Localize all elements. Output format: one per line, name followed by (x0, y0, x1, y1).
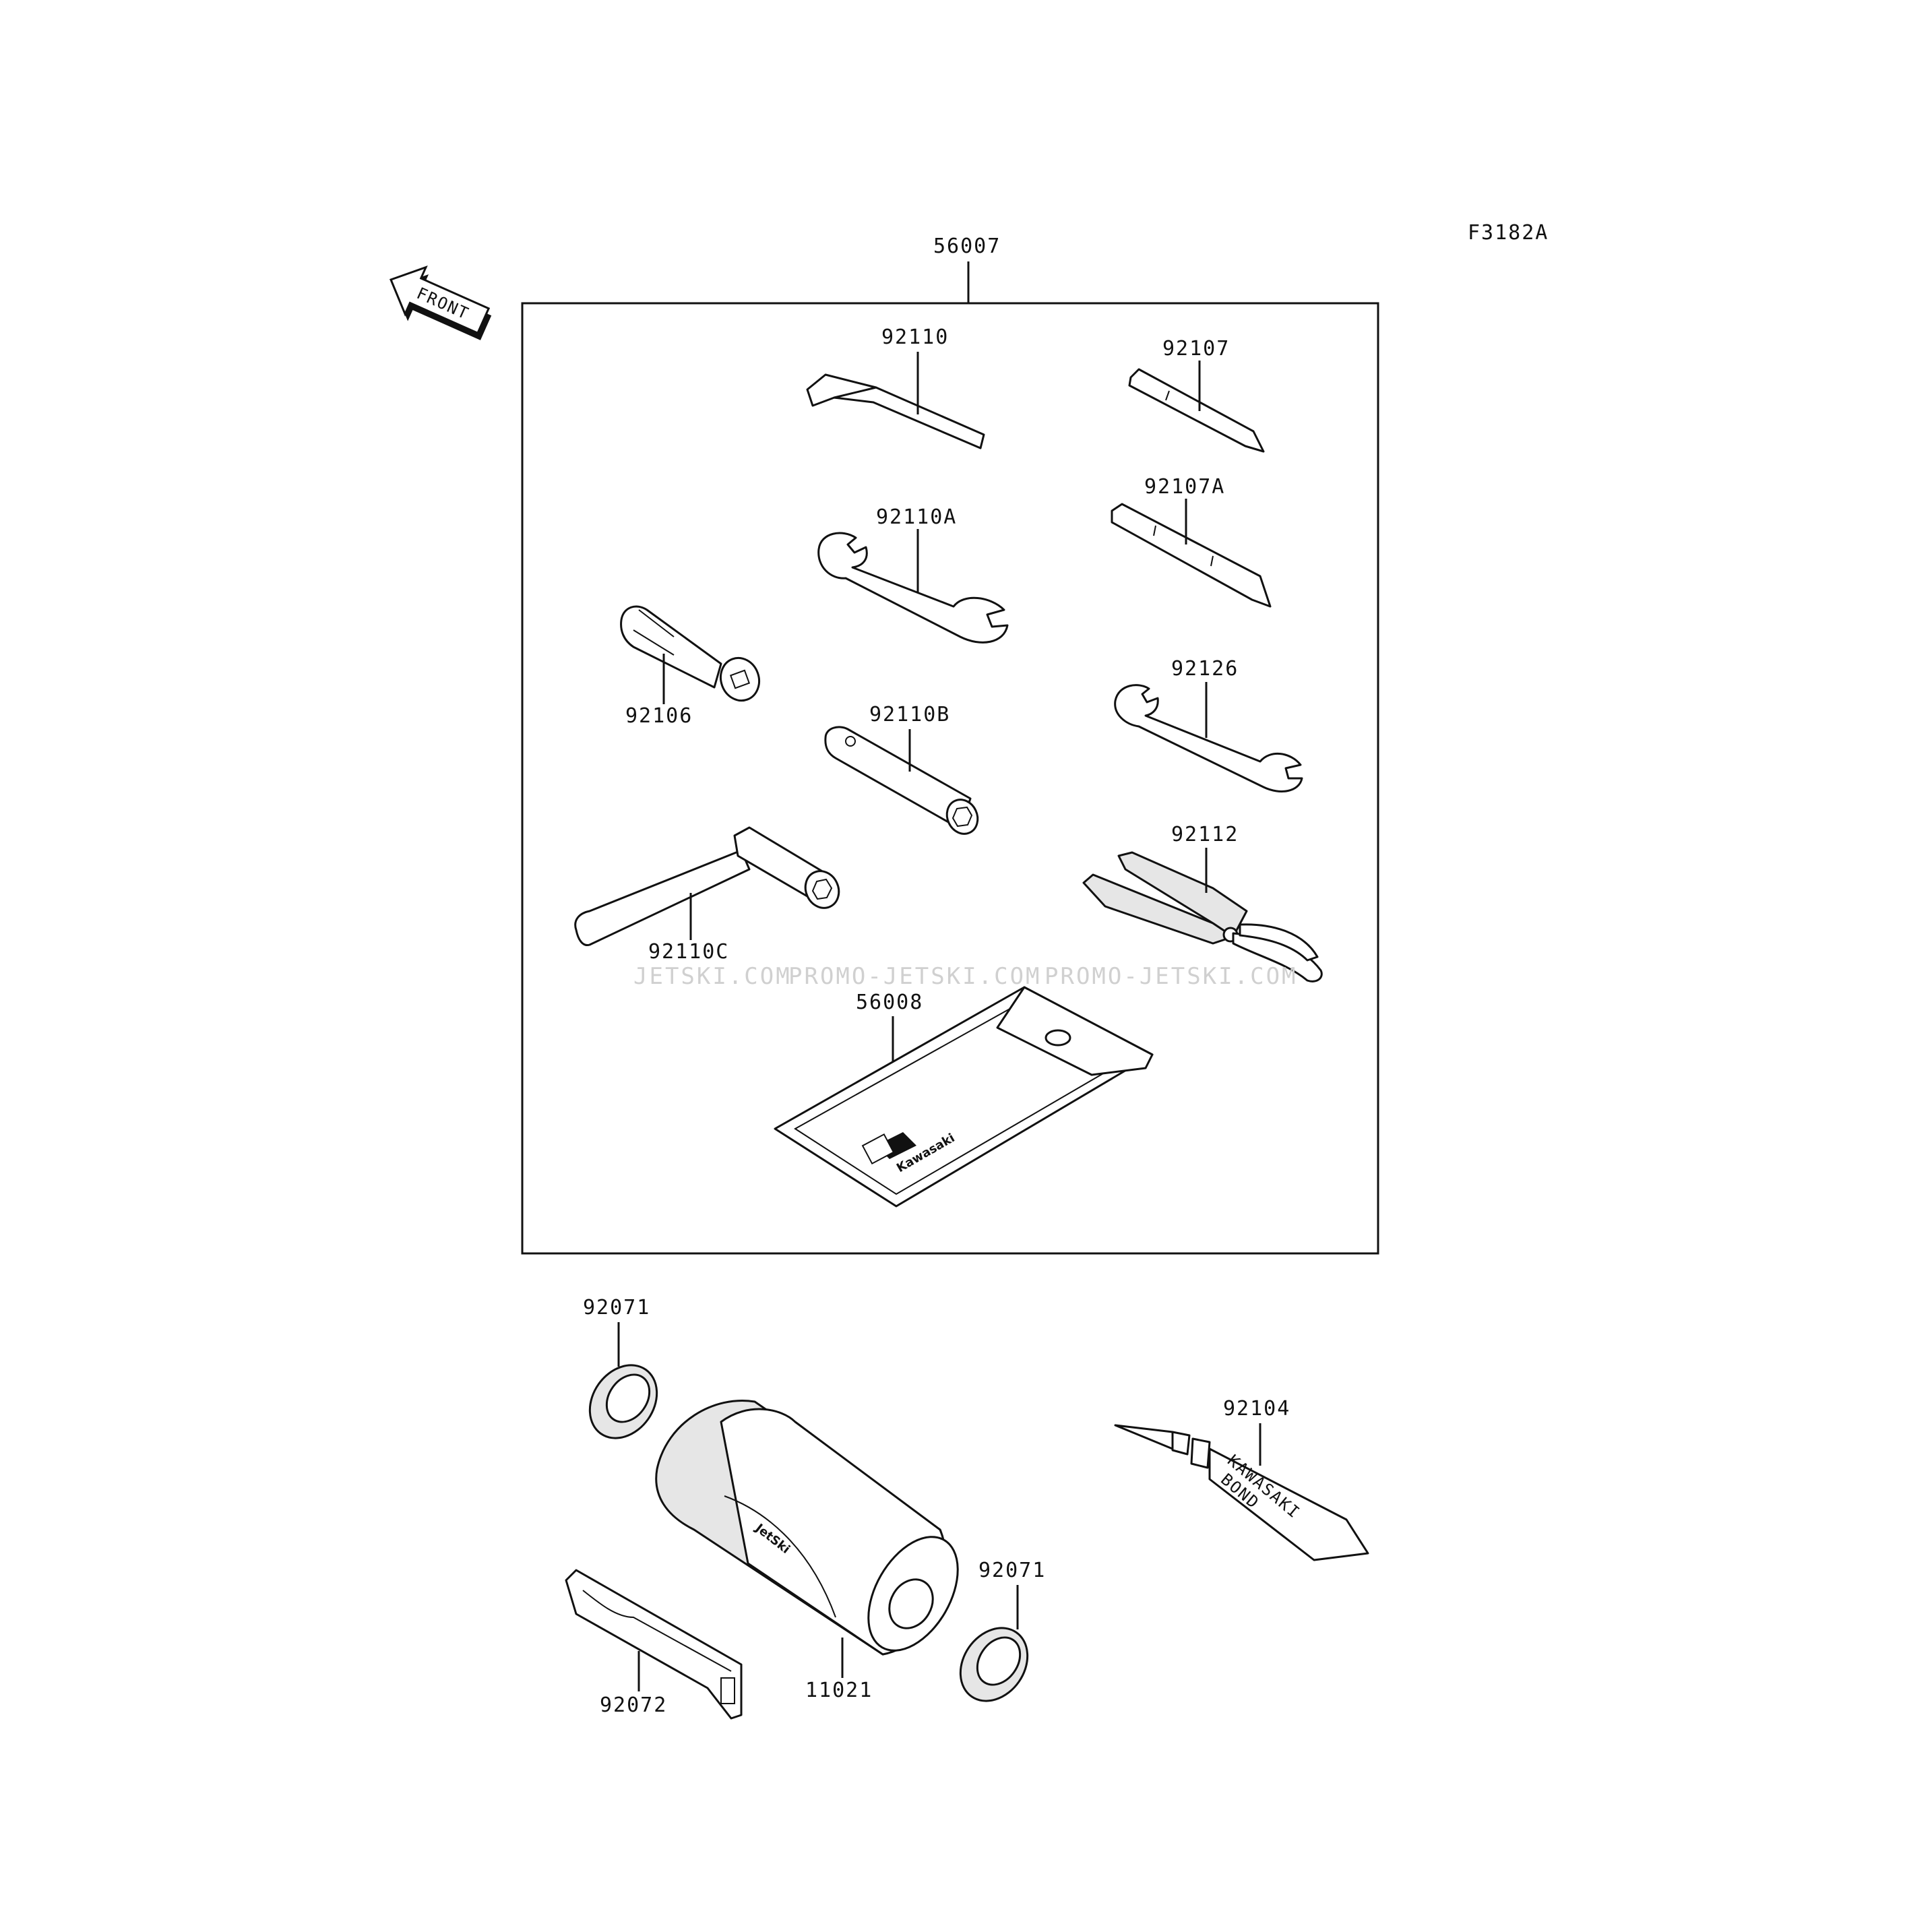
label-92104: 92104 (1223, 1397, 1290, 1421)
strap (565, 1569, 743, 1720)
label-92107A: 92107A (1144, 475, 1225, 499)
watermark-3: PROMO-JETSKI.COM (1045, 963, 1298, 990)
hex-key (806, 352, 985, 449)
label-92107: 92107 (1162, 337, 1230, 361)
watermark-1: JETSKI.COM (633, 963, 792, 990)
double-ended-bit (1111, 499, 1272, 608)
tube-socket-wrench (824, 726, 979, 835)
gasket-right (959, 1627, 1029, 1702)
open-wrench-large (817, 529, 1009, 644)
label-92110C: 92110C (648, 940, 729, 964)
label-92110B: 92110B (869, 703, 950, 726)
label-92072: 92072 (600, 1693, 667, 1717)
front-arrow-icon: FRONT (389, 265, 492, 340)
open-wrench-small (1114, 682, 1303, 792)
figure-code: F3182A (1468, 221, 1549, 245)
pliers (1082, 848, 1323, 983)
label-92110: 92110 (881, 325, 949, 349)
label-56007: 56007 (933, 235, 1001, 258)
gasket-left (588, 1364, 658, 1439)
label-92110A: 92110A (876, 505, 957, 529)
label-92071-right: 92071 (978, 1559, 1046, 1582)
l-socket-wrench (574, 826, 840, 947)
bond-tube: KAWASAKI BOND (1114, 1423, 1369, 1561)
label-92126: 92126 (1171, 657, 1239, 681)
tool-kit-frame (521, 302, 1379, 1255)
storage-case: JetSki (655, 1400, 959, 1678)
tool-pouch: Kawasaki (774, 986, 1154, 1208)
label-92106: 92106 (625, 704, 693, 728)
label-56008: 56008 (856, 991, 923, 1014)
label-92112: 92112 (1171, 823, 1239, 846)
label-11021: 11021 (805, 1679, 873, 1702)
label-92071-left: 92071 (583, 1296, 650, 1319)
screwdriver-bit (1128, 361, 1265, 453)
socket-adapter (620, 605, 760, 704)
watermark-2: PROMO-JETSKI.COM (788, 963, 1042, 990)
